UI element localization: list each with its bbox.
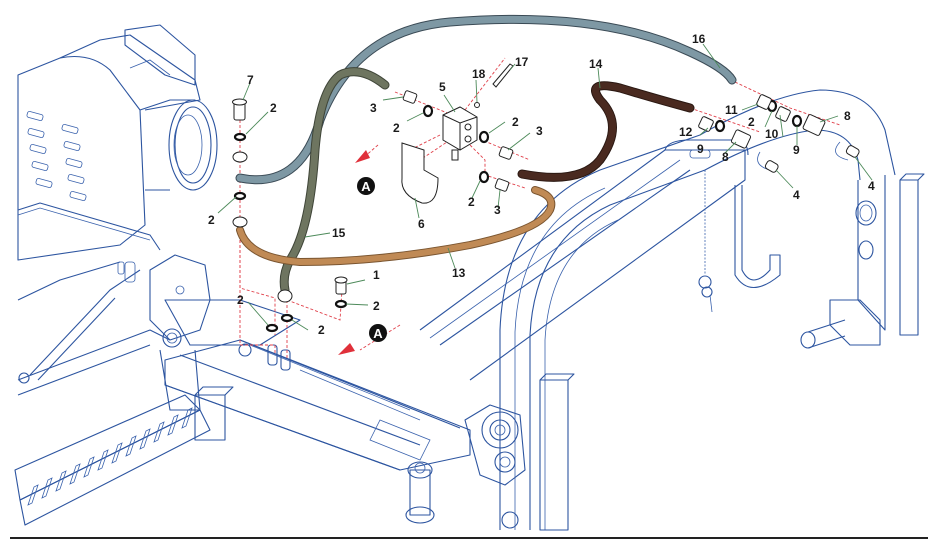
arrow-head-a2 (338, 343, 355, 355)
callout-2: 2 (373, 299, 380, 313)
callout-3: 3 (536, 124, 543, 138)
callout-12: 12 (679, 125, 693, 139)
view-marker-a1: A (357, 177, 375, 195)
washer (334, 299, 348, 309)
callout-9: 9 (697, 142, 704, 156)
callout-labels: 7 2 2 15 3 2 5 18 17 2 3 6 2 3 13 1 2 2 … (208, 32, 875, 337)
callout-11: 11 (725, 103, 738, 117)
washer (478, 130, 490, 144)
callout-5: 5 (439, 80, 446, 94)
cutter-deck (14, 261, 211, 526)
vent-slots (26, 111, 87, 201)
view-arrows (338, 144, 379, 355)
bracket-6 (401, 142, 439, 204)
callout-4: 4 (868, 179, 875, 193)
view-marker-label: A (373, 326, 383, 341)
callout-15: 15 (332, 226, 346, 240)
callout-9: 9 (793, 143, 800, 157)
hose-13 (236, 186, 556, 267)
pin-17 (492, 63, 514, 88)
callout-3: 3 (494, 203, 501, 217)
callout-17: 17 (515, 55, 529, 69)
washer (265, 323, 279, 333)
callout-8: 8 (722, 150, 729, 164)
view-marker-label: A (361, 179, 371, 194)
plug-18 (474, 102, 480, 108)
callout-4: 4 (793, 188, 800, 202)
washer (478, 170, 490, 184)
callout-3: 3 (370, 101, 377, 115)
callout-8: 8 (844, 109, 851, 123)
machine-frame (14, 24, 925, 531)
callout-6: 6 (418, 217, 425, 231)
washer (233, 191, 247, 201)
callout-2: 2 (468, 195, 475, 209)
components (232, 63, 860, 333)
callout-13: 13 (452, 266, 466, 280)
callout-10: 10 (765, 127, 779, 141)
banjo-bolt-7 (232, 98, 247, 121)
gearbox-housing (17, 24, 218, 261)
washer (422, 104, 434, 118)
callout-16: 16 (692, 32, 706, 46)
hoses (235, 14, 737, 295)
washer (714, 119, 726, 133)
leader-lines (217, 43, 873, 331)
callout-2: 2 (237, 293, 244, 307)
banjo-bolt-1 (334, 276, 348, 295)
callout-2: 2 (270, 101, 277, 115)
valve-block-5 (442, 106, 478, 161)
main-boom (164, 339, 471, 524)
callout-2: 2 (208, 213, 215, 227)
pivot-hitch (117, 254, 301, 441)
bottom-rule (10, 537, 928, 539)
callout-2: 2 (393, 121, 400, 135)
callout-2: 2 (748, 115, 755, 129)
view-marker-a2: A (369, 324, 387, 342)
arrow-head-a1 (355, 150, 370, 163)
washer (280, 313, 294, 323)
callout-2: 2 (318, 323, 325, 337)
callout-14: 14 (589, 57, 603, 71)
callout-7: 7 (247, 73, 254, 87)
washer (791, 114, 803, 128)
arch-frame (419, 89, 925, 531)
washer (233, 132, 247, 142)
callout-1: 1 (373, 268, 380, 282)
callout-18: 18 (472, 67, 486, 81)
callout-2: 2 (512, 115, 519, 129)
